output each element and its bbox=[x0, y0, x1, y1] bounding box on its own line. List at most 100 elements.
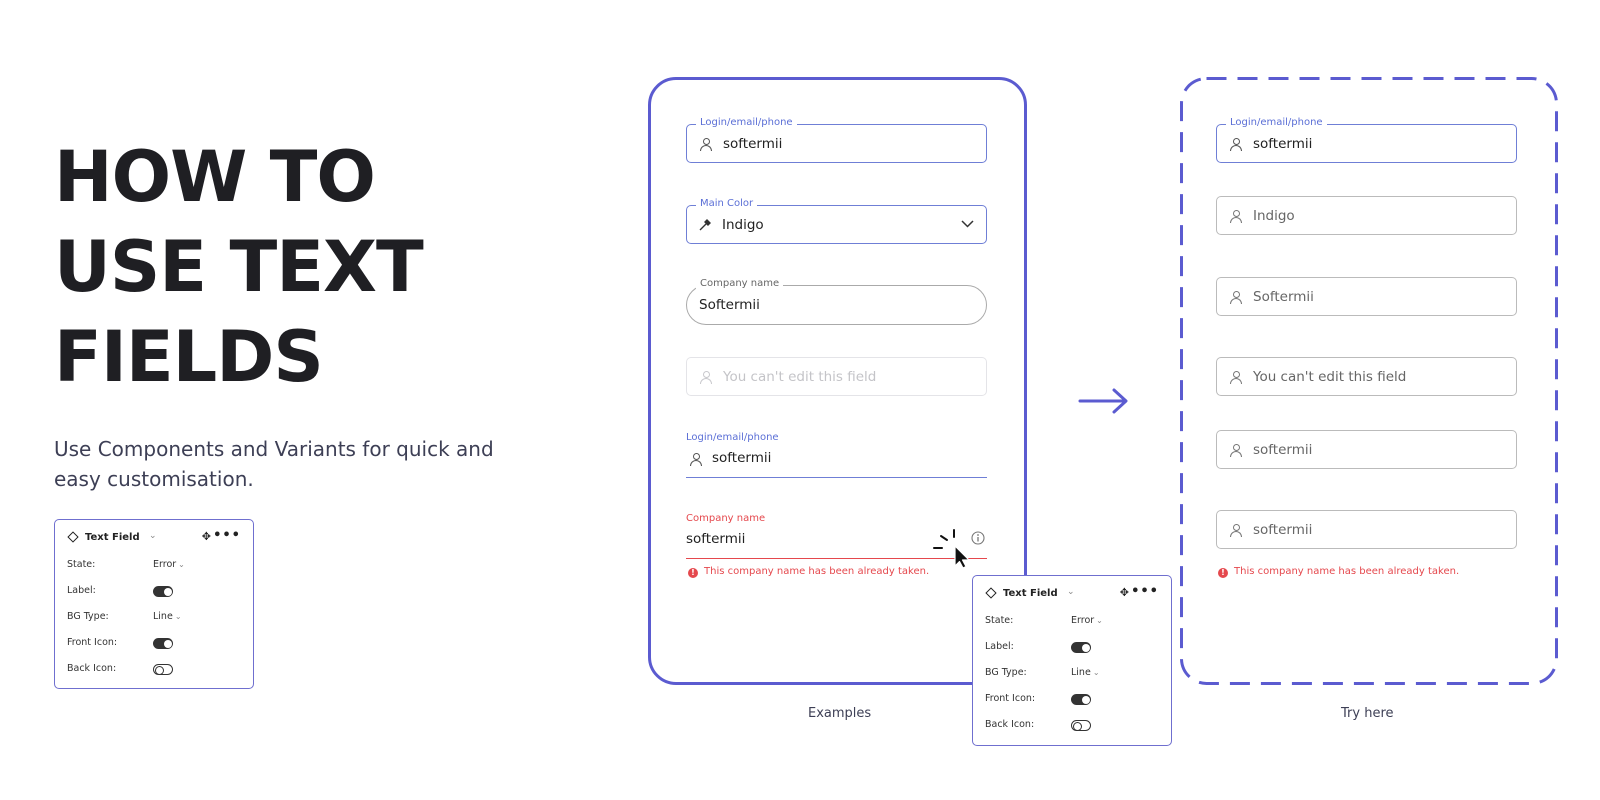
prop-row-label: Label: bbox=[67, 585, 241, 599]
move-icon[interactable]: ✥ bbox=[201, 530, 211, 543]
person-icon bbox=[1229, 209, 1243, 223]
login-field[interactable]: Login/email/phone softermii bbox=[686, 116, 987, 163]
prop-label: Back Icon: bbox=[985, 719, 1035, 730]
try-login-field-2[interactable]: softermii bbox=[1216, 430, 1517, 469]
prop-row-state: State: Error⌄ bbox=[985, 615, 1159, 629]
title-line: USE TEXT bbox=[54, 226, 424, 308]
login-underline-field[interactable]: Login/email/phone softermii bbox=[686, 430, 987, 478]
state-select[interactable]: Error⌄ bbox=[1071, 615, 1103, 626]
error-message: !This company name has been already take… bbox=[688, 566, 929, 578]
back-icon-toggle[interactable] bbox=[1071, 720, 1091, 731]
prop-label: Back Icon: bbox=[67, 663, 117, 674]
try-color-field[interactable]: Indigo bbox=[1216, 196, 1517, 235]
field-value: softermii bbox=[1253, 521, 1313, 538]
field-label: Main Color bbox=[696, 197, 758, 211]
chevron-down-icon[interactable]: ⌄ bbox=[1067, 587, 1075, 597]
try-login-field[interactable]: Login/email/phone softermii bbox=[1216, 116, 1517, 163]
bg-type-select[interactable]: Line⌄ bbox=[153, 611, 182, 622]
field-value: Indigo bbox=[1253, 207, 1295, 224]
field-label: Company name bbox=[686, 513, 766, 524]
eyedropper-icon bbox=[699, 218, 711, 230]
info-icon[interactable] bbox=[971, 531, 985, 545]
field-label: Login/email/phone bbox=[686, 432, 779, 443]
prop-label: Front Icon: bbox=[985, 693, 1036, 704]
field-label: Company name bbox=[696, 277, 784, 291]
field-value: softermii bbox=[686, 531, 746, 547]
chevron-down-icon[interactable]: ⌄ bbox=[149, 531, 157, 541]
try-error-field[interactable]: softermii bbox=[1216, 510, 1517, 549]
prop-row-bg-type: BG Type: Line⌄ bbox=[985, 667, 1159, 681]
prop-row-back-icon: Back Icon: bbox=[985, 719, 1159, 733]
try-error-message: !This company name has been already take… bbox=[1218, 566, 1459, 578]
prop-label: Label: bbox=[67, 585, 96, 596]
move-icon[interactable]: ✥ bbox=[1119, 586, 1129, 599]
examples-frame bbox=[648, 77, 1027, 685]
person-icon bbox=[1229, 443, 1243, 457]
disabled-field: You can't edit this field bbox=[686, 357, 987, 396]
person-icon bbox=[1229, 137, 1243, 151]
front-icon-toggle[interactable] bbox=[153, 638, 173, 649]
error-icon: ! bbox=[1218, 568, 1228, 578]
field-label: Login/email/phone bbox=[1226, 116, 1327, 130]
person-icon bbox=[1229, 370, 1243, 384]
field-value: You can't edit this field bbox=[1253, 368, 1407, 385]
label-toggle[interactable] bbox=[153, 586, 173, 597]
title-line: HOW TO bbox=[54, 136, 376, 218]
prop-row-state: State: Error⌄ bbox=[67, 559, 241, 573]
person-icon bbox=[1229, 523, 1243, 537]
component-diamond-icon bbox=[985, 587, 997, 599]
label-toggle[interactable] bbox=[1071, 642, 1091, 653]
prop-row-bg-type: BG Type: Line⌄ bbox=[67, 611, 241, 625]
field-value: Softermii bbox=[699, 297, 760, 313]
chevron-down-icon[interactable] bbox=[961, 220, 974, 228]
panel-header: Text Field ⌄ ✥ ••• bbox=[985, 584, 1159, 602]
field-value: Softermii bbox=[1253, 288, 1314, 305]
more-icon[interactable]: ••• bbox=[213, 528, 241, 543]
cursor-icon bbox=[933, 529, 970, 569]
field-placeholder: You can't edit this field bbox=[723, 368, 877, 385]
panel-title: Text Field bbox=[85, 532, 140, 543]
state-select[interactable]: Error⌄ bbox=[153, 559, 185, 570]
person-icon bbox=[699, 370, 713, 384]
try-company-field[interactable]: Softermii bbox=[1216, 277, 1517, 316]
prop-label: State: bbox=[67, 559, 96, 570]
try-here-frame bbox=[1180, 77, 1558, 685]
field-value: softermii bbox=[723, 135, 783, 152]
prop-label: Label: bbox=[985, 641, 1014, 652]
arrow-right-icon bbox=[1078, 388, 1128, 414]
field-value: Indigo bbox=[722, 216, 764, 233]
prop-row-front-icon: Front Icon: bbox=[67, 637, 241, 651]
prop-row-label: Label: bbox=[985, 641, 1159, 655]
examples-caption: Examples bbox=[808, 706, 872, 721]
title-line: FIELDS bbox=[54, 316, 324, 398]
front-icon-toggle[interactable] bbox=[1071, 694, 1091, 705]
more-icon[interactable]: ••• bbox=[1131, 584, 1159, 599]
prop-label: Front Icon: bbox=[67, 637, 118, 648]
field-label: Login/email/phone bbox=[696, 116, 797, 130]
field-value: softermii bbox=[1253, 135, 1313, 152]
field-value: softermii bbox=[712, 450, 772, 466]
person-icon bbox=[689, 452, 703, 466]
company-name-field[interactable]: Company name Softermii bbox=[686, 277, 987, 325]
properties-panel-overlay: Text Field ⌄ ✥ ••• State: Error⌄ Label: … bbox=[972, 575, 1172, 746]
prop-row-back-icon: Back Icon: bbox=[67, 663, 241, 677]
component-diamond-icon bbox=[67, 531, 79, 543]
prop-label: BG Type: bbox=[985, 667, 1027, 678]
try-readonly-field[interactable]: You can't edit this field bbox=[1216, 357, 1517, 396]
bg-type-select[interactable]: Line⌄ bbox=[1071, 667, 1100, 678]
prop-row-front-icon: Front Icon: bbox=[985, 693, 1159, 707]
panel-header: Text Field ⌄ ✥ ••• bbox=[67, 528, 241, 546]
person-icon bbox=[699, 137, 713, 151]
prop-label: State: bbox=[985, 615, 1014, 626]
main-color-select[interactable]: Main Color Indigo bbox=[686, 197, 987, 244]
field-value: softermii bbox=[1253, 441, 1313, 458]
prop-label: BG Type: bbox=[67, 611, 109, 622]
company-error-field[interactable]: Company name softermii bbox=[686, 511, 987, 559]
back-icon-toggle[interactable] bbox=[153, 664, 173, 675]
person-icon bbox=[1229, 290, 1243, 304]
properties-panel: Text Field ⌄ ✥ ••• State: Error⌄ Label: … bbox=[54, 519, 254, 689]
try-here-caption: Try here bbox=[1341, 706, 1394, 721]
page-subtitle: Use Components and Variants for quick an… bbox=[54, 437, 494, 491]
panel-title: Text Field bbox=[1003, 588, 1058, 599]
page-title: HOW TO USE TEXT FIELDS bbox=[54, 132, 424, 402]
